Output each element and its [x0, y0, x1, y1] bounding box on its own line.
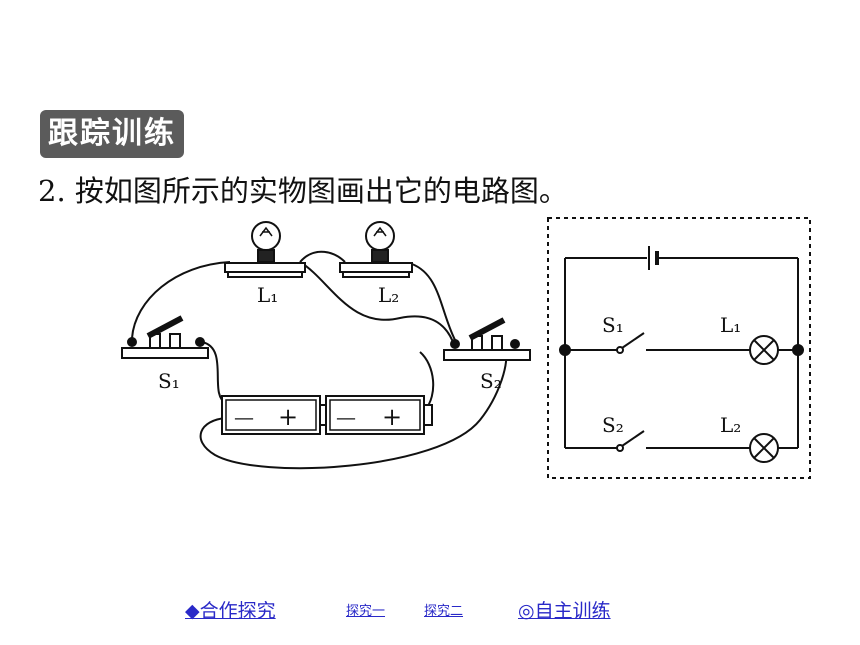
- bulb2-filament: [373, 226, 387, 237]
- bulb1-filament: [259, 226, 273, 237]
- bulb2-glass: [365, 221, 395, 251]
- bulb2-base-bottom: [342, 271, 410, 278]
- bulb1-glass: [251, 221, 281, 251]
- switch2-terminal: [450, 339, 460, 349]
- battery-cap: [423, 404, 433, 426]
- battery2-inner: [329, 399, 421, 431]
- bulb1-base-bottom: [227, 271, 303, 278]
- switch1-terminal: [127, 337, 137, 347]
- wire: [199, 349, 508, 470]
- battery2-minus: —: [336, 405, 356, 429]
- switch1-label: S₁: [158, 369, 180, 393]
- wire: [131, 261, 231, 339]
- nav-cooperate-explore[interactable]: ◆合作探究: [185, 600, 276, 622]
- schematic-circuit: [559, 246, 804, 463]
- battery1-minus: —: [234, 405, 254, 429]
- bulb2-base: [339, 262, 413, 273]
- nav-explore-2[interactable]: 探究二: [424, 604, 464, 619]
- wire: [299, 250, 346, 263]
- schematic-frame: [547, 217, 811, 479]
- switch2-label: S₂: [480, 369, 502, 393]
- section-badge: 跟踪训练: [40, 110, 184, 158]
- switch2-terminal: [510, 339, 520, 349]
- wire: [411, 263, 456, 341]
- switch1-blade: [621, 332, 645, 349]
- bulb2-socket: [371, 249, 389, 263]
- bulb1-label: L₁: [257, 283, 278, 307]
- junction-right: [792, 344, 804, 356]
- junction-left: [559, 344, 571, 356]
- switch1-base: [121, 347, 209, 359]
- switch1-terminal: [195, 337, 205, 347]
- battery2-plus: +: [382, 403, 402, 431]
- schematic-lamp2-label: L₂: [720, 413, 741, 437]
- question-text: 2. 按如图所示的实物图画出它的电路图。: [38, 174, 568, 208]
- nav-explore-1[interactable]: 探究一: [346, 604, 386, 619]
- schematic-lamp1-label: L₁: [720, 313, 741, 337]
- bulb2-label: L₂: [378, 283, 399, 307]
- switch2-base: [443, 349, 531, 361]
- bulb1-base: [224, 262, 306, 273]
- bulb1-socket: [257, 249, 275, 263]
- wire: [299, 261, 454, 343]
- schematic-switch1-label: S₁: [602, 313, 624, 337]
- switch1-post: [169, 333, 181, 349]
- switch1-lever: [146, 315, 184, 339]
- switch2-blade: [621, 430, 645, 447]
- switch1-pivot: [616, 346, 624, 354]
- schematic-switch2-label: S₂: [602, 413, 624, 437]
- battery1-plus: +: [278, 403, 298, 431]
- battery1-inner: [225, 399, 317, 431]
- switch2-pivot: [616, 444, 624, 452]
- nav-self-training[interactable]: ◎自主训练: [518, 600, 611, 622]
- physical-circuit-diagram: [121, 221, 531, 470]
- switch2-post: [491, 335, 503, 351]
- switch2-lever: [468, 317, 506, 341]
